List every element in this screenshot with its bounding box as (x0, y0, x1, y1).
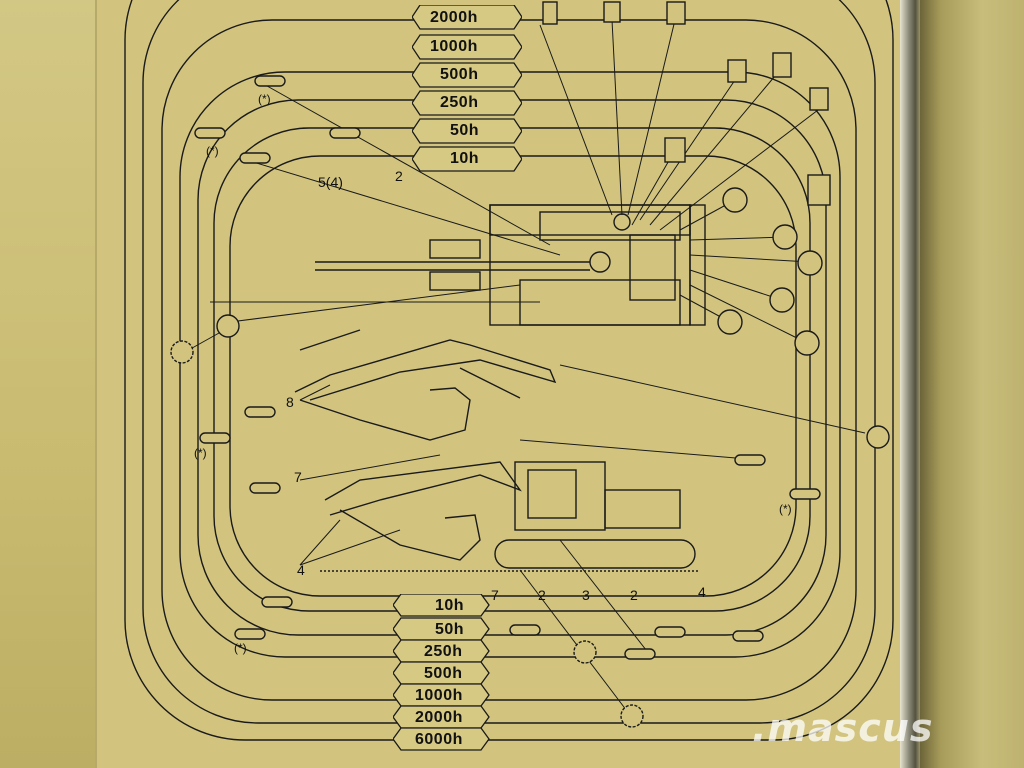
asterisk-note: (*) (194, 446, 207, 460)
interval-label: 1000h (430, 38, 478, 55)
interval-tag-shapes-bottom (393, 594, 490, 751)
interval-label: 500h (424, 665, 463, 682)
leader-lines (184, 19, 866, 716)
gear-symbols (170, 340, 644, 728)
interval-label: 250h (424, 643, 463, 660)
oil-drop-symbols (216, 1, 890, 449)
grease-fittings (194, 75, 821, 660)
interval-label: 10h (450, 150, 480, 167)
asterisk-note: (*) (234, 641, 247, 655)
interval-label: 6000h (415, 731, 463, 748)
callout-number: 7 (491, 587, 499, 603)
interval-label: 250h (440, 94, 479, 111)
interval-label: 50h (450, 122, 480, 139)
callout-number: 8 (286, 394, 294, 410)
interval-label: 2000h (430, 9, 478, 26)
callout-number: 4 (698, 584, 706, 600)
callout-number: 2 (630, 587, 638, 603)
callout-number: 4 (297, 562, 305, 578)
callout-number: 3 (582, 587, 590, 603)
callout-number: 2 (395, 168, 403, 184)
interval-label: 10h (435, 597, 465, 614)
interval-label: 1000h (415, 687, 463, 704)
excavator-top-view (315, 204, 706, 326)
background-right (920, 0, 1024, 768)
interval-tag-shapes-top (412, 5, 522, 172)
excavator-side-view (320, 461, 700, 572)
interval-label: 500h (440, 66, 479, 83)
interval-label: 2000h (415, 709, 463, 726)
boom-arm-detail (294, 329, 557, 441)
asterisk-note: (*) (206, 144, 219, 158)
callout-number: 5(4) (318, 174, 343, 190)
asterisk-note: (*) (779, 502, 792, 516)
glass-edge (900, 0, 922, 768)
interval-label: 50h (435, 621, 465, 638)
watermark: .mascus (752, 706, 934, 750)
asterisk-note: (*) (258, 92, 271, 106)
callout-number: 2 (538, 587, 546, 603)
callout-number: 7 (294, 469, 302, 485)
